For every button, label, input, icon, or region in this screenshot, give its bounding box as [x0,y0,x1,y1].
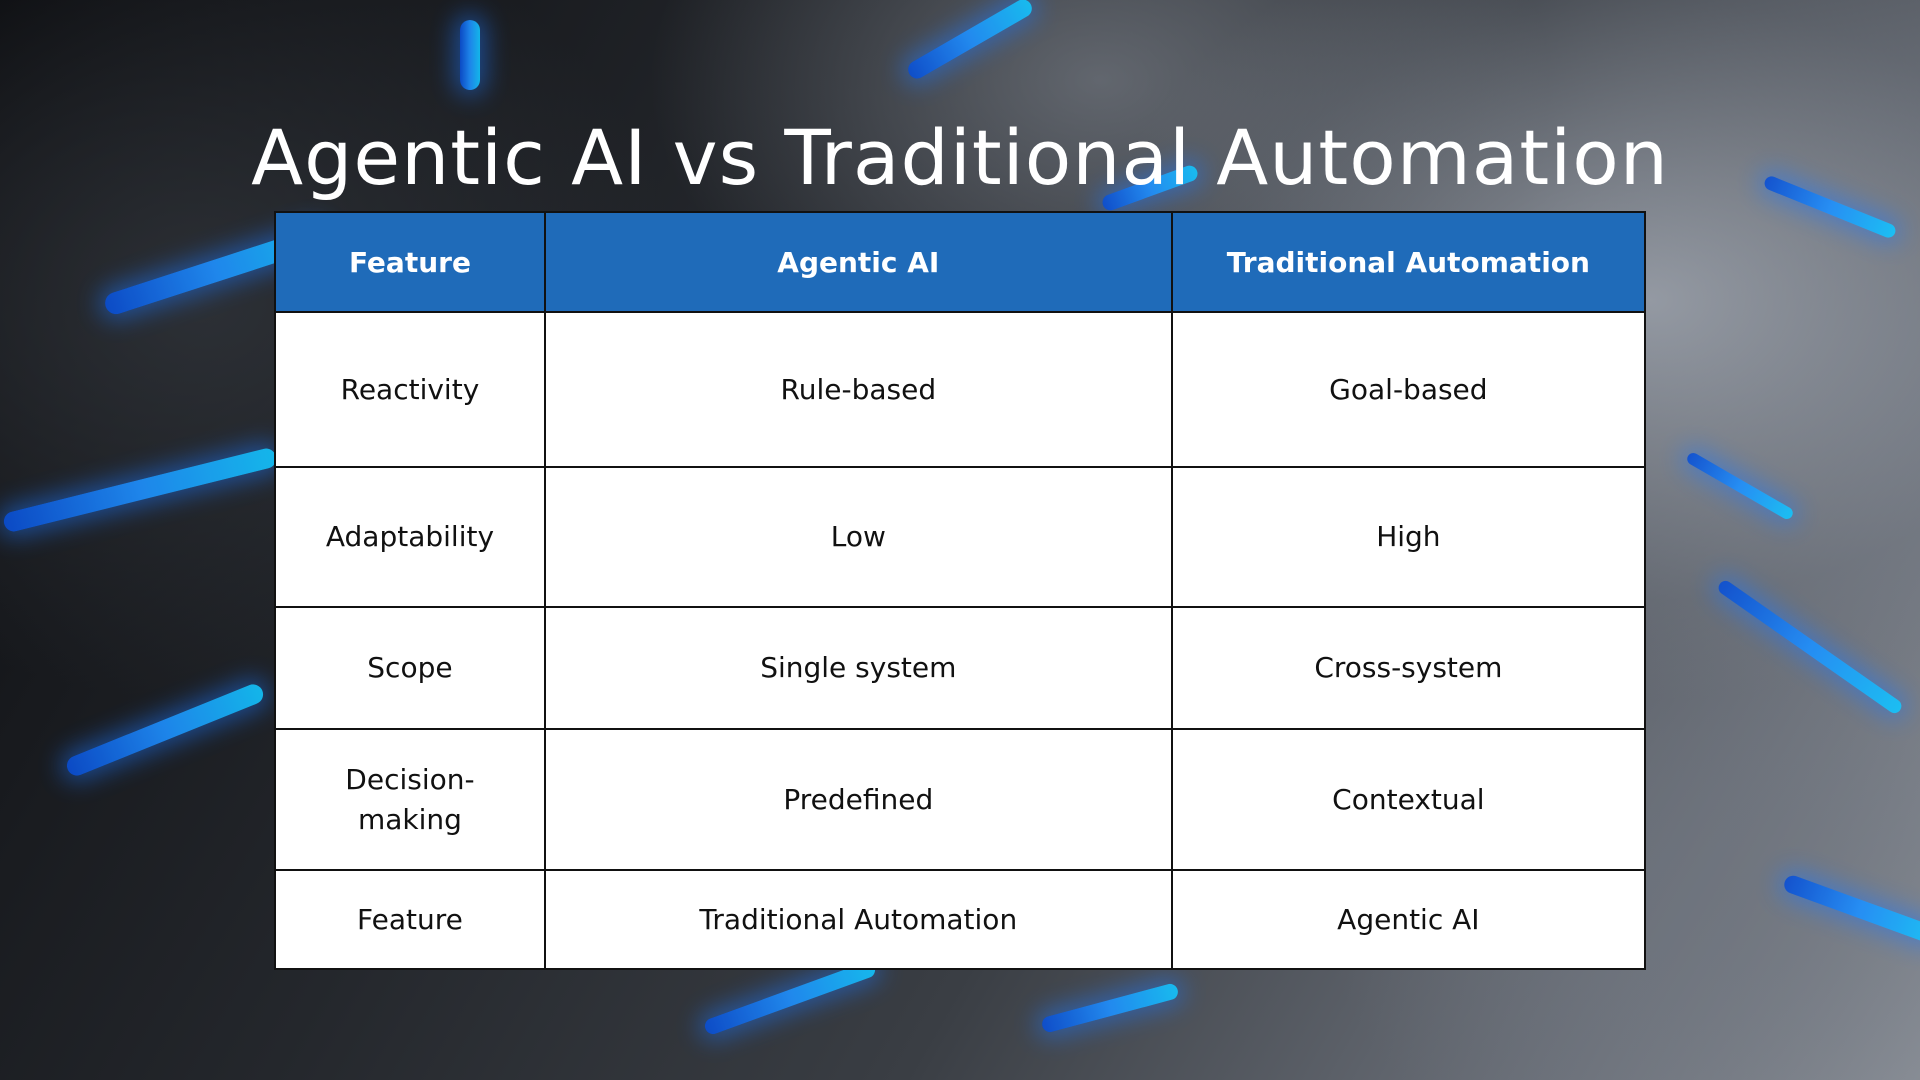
table-row: Adaptability Low High [274,466,1647,608]
cell-traditional-automation: High [1170,466,1647,608]
cell-traditional-automation: Cross-system [1170,606,1647,730]
cell-agentic-ai: Low [543,466,1173,608]
table-row: Feature Traditional Automation Agentic A… [274,869,1647,970]
cell-traditional-automation: Contextual [1170,728,1647,871]
cell-agentic-ai: Traditional Automation [543,869,1173,970]
cell-feature: Reactivity [274,311,546,468]
cell-agentic-ai: Single system [543,606,1173,730]
cell-agentic-ai: Rule-based [543,311,1173,468]
table-header-row: Feature Agentic AI Traditional Automatio… [274,211,1647,313]
glow-accent [460,20,480,90]
table-row: Scope Single system Cross-system [274,606,1647,730]
slide-title: Agentic AI vs Traditional Automation [251,112,1669,202]
header-agentic-ai: Agentic AI [543,211,1173,313]
header-traditional-automation: Traditional Automation [1170,211,1647,313]
cell-agentic-ai: Predefined [543,728,1173,871]
header-feature: Feature [274,211,546,313]
cell-feature: Scope [274,606,546,730]
cell-feature: Feature [274,869,546,970]
cell-traditional-automation: Goal-based [1170,311,1647,468]
comparison-table: Feature Agentic AI Traditional Automatio… [274,211,1647,970]
cell-feature: Adaptability [274,466,546,608]
cell-traditional-automation: Agentic AI [1170,869,1647,970]
cell-feature: Decision-making [274,728,546,871]
table-row: Reactivity Rule-based Goal-based [274,311,1647,468]
table-row: Decision-making Predefined Contextual [274,728,1647,871]
